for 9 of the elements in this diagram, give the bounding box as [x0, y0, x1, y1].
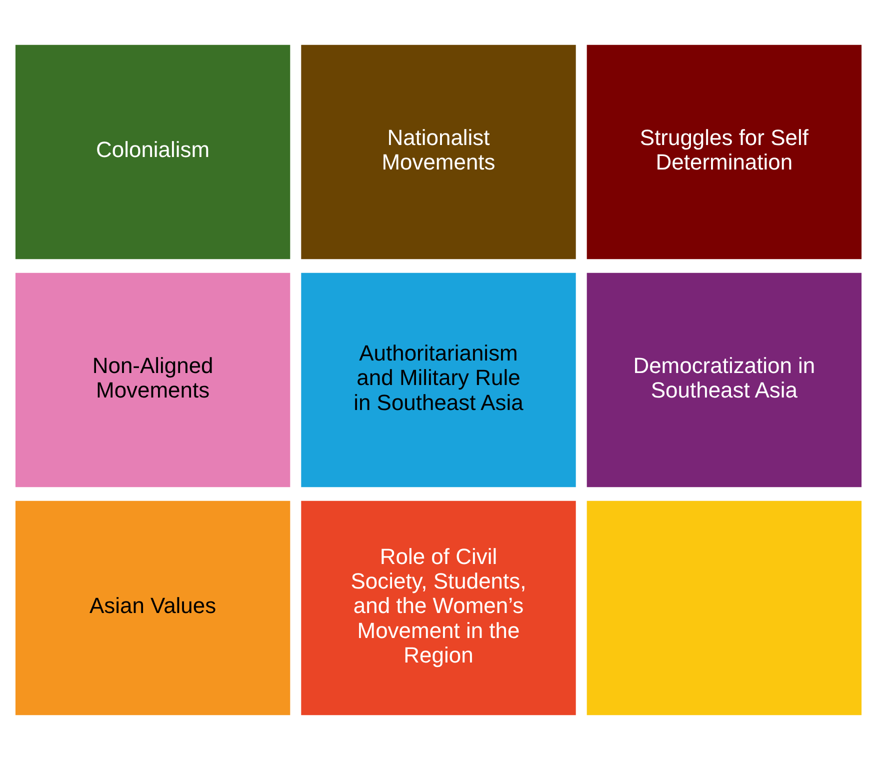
node-box: Non-Aligned Movements — [12, 270, 293, 490]
node-box: Asian Values — [12, 498, 293, 718]
node-box: Nationalist Movements — [298, 42, 579, 262]
node-box: Colonialism — [12, 42, 293, 262]
node-box: Authoritarianism and Military Rule in Southeast Asia — [298, 270, 579, 490]
node-box: Democratization in Southeast Asia — [584, 270, 864, 490]
node-box: Struggles for Self Determination — [584, 42, 864, 262]
node-box — [584, 498, 864, 718]
node-box: Role of Civil Society, Students, and the Women’s Movement in the Region — [298, 498, 579, 718]
